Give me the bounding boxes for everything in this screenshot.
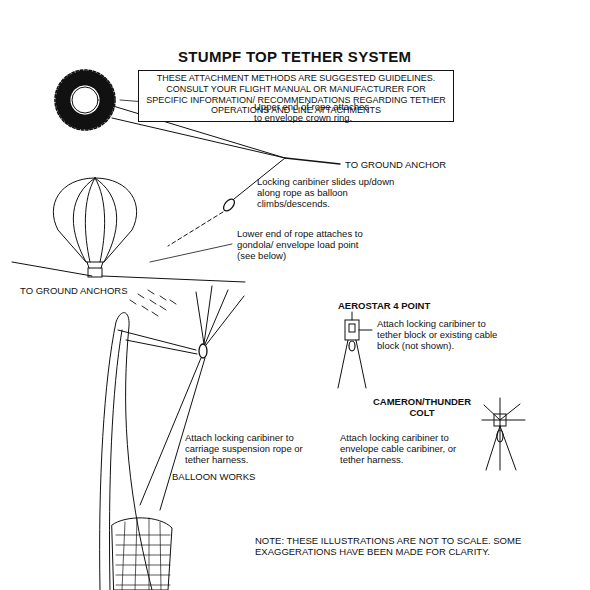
crown-ring <box>55 70 115 130</box>
callout-text: Locking caribiner slides up/down along r… <box>257 176 407 210</box>
leader-line <box>150 244 232 262</box>
aerostar-fitting <box>338 312 372 388</box>
title: STUMPF TOP TETHER SYSTEM <box>178 48 411 65</box>
callout-text: Lower end of rope attaches to gondola/ e… <box>237 228 377 262</box>
callout-text: Upper end of rope attaches to envelope c… <box>254 101 379 123</box>
anchor-label: TO GROUND ANCHORS <box>20 285 128 296</box>
anchor-label: TO GROUND ANCHOR <box>345 159 446 170</box>
balloon-figure <box>12 178 245 282</box>
section-heading: AEROSTAR 4 POINT <box>338 300 430 311</box>
callout-text: Attach locking caribiner to envelope cab… <box>340 432 476 466</box>
note-text: NOTE: THESE ILLUSTRATIONS ARE NOT TO SCA… <box>255 535 527 557</box>
callout-text: Attach locking caribiner to tether block… <box>377 318 505 352</box>
section-heading: BALLOON WORKS <box>172 471 255 482</box>
callout-text: Attach locking caribiner to carriage sus… <box>185 432 325 466</box>
cameron-fitting <box>482 398 525 470</box>
section-heading: CAMERON/THUNDER COLT <box>368 396 476 418</box>
